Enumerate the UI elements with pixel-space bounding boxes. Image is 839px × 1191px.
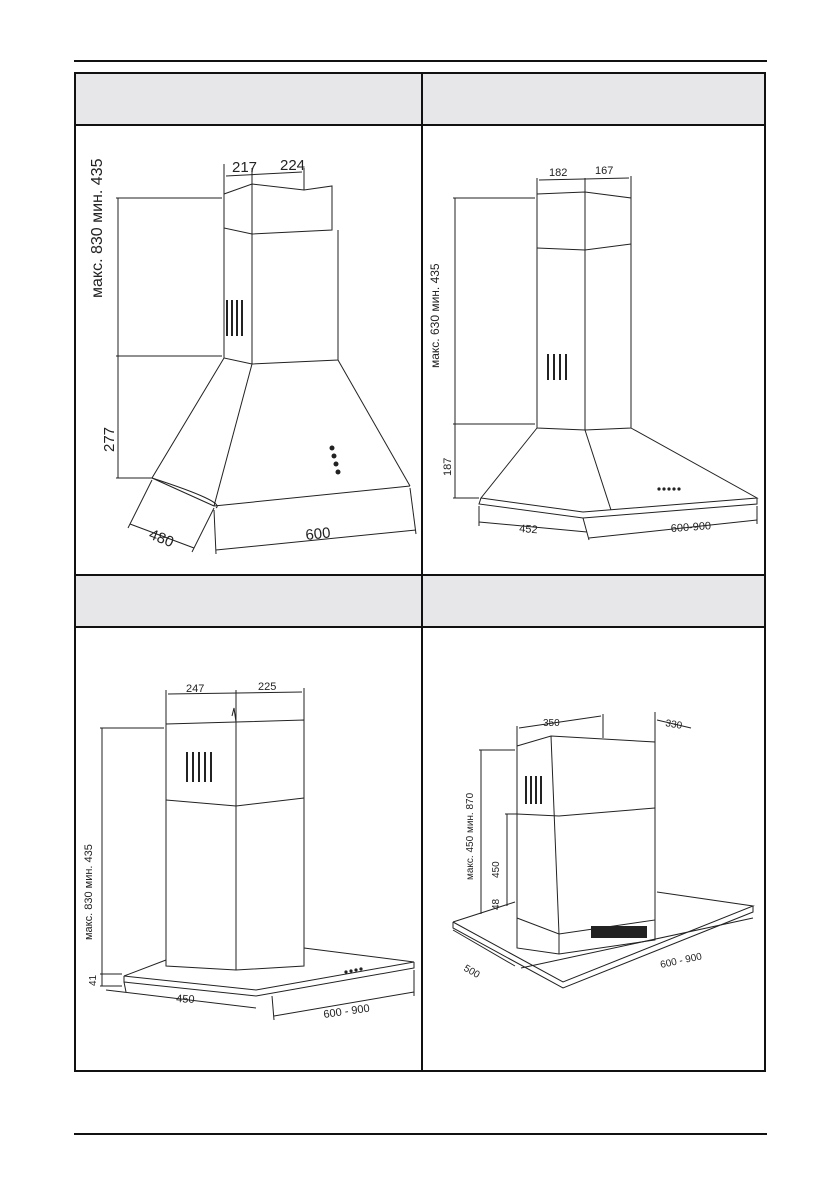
diagram-4: 350 330 макс. 450 мин. 870 450 48 500 60… [423, 630, 764, 1070]
dim-width: 600-900 [670, 520, 711, 535]
dim-body-height: 450 [491, 861, 502, 878]
dim-chimney-depth: 167 [595, 165, 613, 177]
dim-width: 600 [305, 524, 332, 544]
hood-diagram-1: 217 224 макс. 830 мин. 435 277 480 600 [89, 157, 417, 555]
dim-canopy-height: 277 [101, 427, 118, 452]
row-divider [76, 574, 764, 576]
page-top-rule [74, 60, 767, 62]
diagram-2: 182 167 макс. 630 мин. 435 187 452 600-9… [423, 128, 764, 574]
dim-canopy-height: 48 [491, 898, 502, 910]
dim-depth: 500 [462, 963, 482, 981]
dim-depth: 452 [519, 523, 538, 536]
dim-canopy-height: 41 [88, 974, 99, 986]
dim-depth: 450 [176, 993, 195, 1006]
diagram-3: 247 225 макс. 830 мин. 435 41 450 600 - … [76, 630, 421, 1070]
dim-height-range: макс. 830 мин. 435 [83, 844, 95, 940]
dim-width: 600 - 900 [323, 1003, 371, 1021]
dim-chimney-width: 350 [543, 718, 560, 729]
dim-chimney-width: 217 [232, 159, 257, 176]
hood-diagram-2: 182 167 макс. 630 мин. 435 187 452 600-9… [428, 165, 759, 541]
cell-header-2 [423, 74, 764, 126]
diagram-1: 217 224 макс. 830 мин. 435 277 480 600 [76, 128, 421, 574]
page-bottom-rule [74, 1133, 767, 1135]
dim-chimney-width: 247 [186, 683, 204, 695]
dim-width: 600 - 900 [659, 951, 703, 971]
dim-chimney-depth: 224 [280, 157, 305, 174]
column-divider [421, 74, 423, 1070]
hood-diagram-4: 350 330 макс. 450 мин. 870 450 48 500 60… [452, 712, 755, 989]
hood-diagram-3: 247 225 макс. 830 мин. 435 41 450 600 - … [83, 681, 415, 1021]
dim-depth: 480 [147, 526, 177, 551]
cell-header-1 [76, 74, 421, 126]
dim-chimney-depth: 225 [258, 681, 276, 693]
dim-canopy-height: 187 [442, 458, 454, 476]
diagram-table: 217 224 макс. 830 мин. 435 277 480 600 [74, 72, 766, 1072]
dim-height-range: макс. 630 мин. 435 [428, 263, 442, 368]
dim-chimney-depth: 330 [664, 718, 683, 732]
cell-header-4 [423, 576, 764, 628]
dim-height-range: макс. 830 мин. 435 [89, 158, 106, 298]
dim-chimney-width: 182 [549, 167, 567, 179]
cell-header-3 [76, 576, 421, 628]
dim-height-range: макс. 450 мин. 870 [465, 792, 476, 880]
